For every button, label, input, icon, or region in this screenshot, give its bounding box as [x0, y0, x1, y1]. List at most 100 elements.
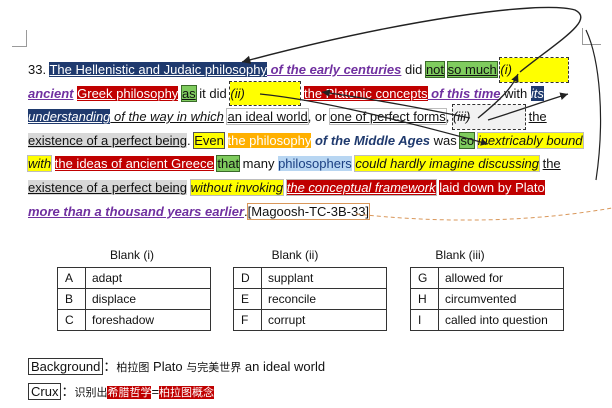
background-plato: Plato	[149, 359, 187, 374]
passage-text: many	[239, 156, 279, 172]
crux-equals: =	[151, 384, 160, 399]
passage-space	[224, 133, 228, 148]
crux-greek-philosophy: 希腊哲学	[107, 386, 152, 399]
phrase-conceptual-framework: the conceptual framework	[286, 179, 436, 195]
keyword-as: as	[180, 84, 197, 102]
passage-text: was	[430, 132, 461, 148]
keyword-so: so	[459, 131, 476, 149]
arrow-right-margin	[585, 29, 602, 181]
option-word[interactable]: called into question	[438, 309, 564, 331]
passage-line-4: existence of a perfect being. Even the p…	[28, 129, 584, 153]
question-passage: 33. The Hellenistic and Judaic philosoph…	[28, 57, 584, 224]
blank-i-options: A adapt B displace C foreshadow	[57, 267, 211, 331]
passage-line-5: with the ideas of ancient Greece that ma…	[28, 152, 584, 176]
passage-text: .	[244, 203, 248, 219]
phrase-ancient: ancient	[28, 85, 74, 101]
phrase-with: with	[28, 156, 52, 172]
crux-cjk-identify: 识别出	[74, 386, 108, 399]
option-row[interactable]: I called into question	[410, 309, 564, 331]
keyword-its: its	[530, 85, 544, 101]
phrase-hellenistic-judaic: The Hellenistic and Judaic philosophy	[49, 62, 267, 77]
passage-line-1: 33. The Hellenistic and Judaic philosoph…	[28, 57, 584, 83]
option-word[interactable]: supplant	[261, 267, 387, 289]
phrase-philosophers: philosophers	[278, 156, 352, 172]
option-letter: B	[57, 288, 86, 310]
option-row[interactable]: F corrupt	[233, 309, 387, 331]
option-word[interactable]: reconcile	[261, 288, 387, 310]
option-letter: E	[233, 288, 262, 310]
passage-line-3: understanding of the way in which an ide…	[28, 104, 584, 130]
passage-text: , or	[307, 109, 331, 125]
phrase-greek-philosophy: Greek philosophy	[77, 85, 179, 101]
source-tag: [Magoosh-TC-3B-33]	[246, 202, 371, 220]
option-row[interactable]: A adapt	[57, 267, 211, 289]
passage-text: with	[500, 85, 531, 101]
option-letter: D	[233, 267, 262, 289]
blank-i-marker: (i)	[499, 57, 570, 83]
passage-line-7: more than a thousand years earlier.[Mago…	[28, 200, 584, 224]
blank-iii-title: Blank (iii)	[435, 248, 485, 262]
passage-line-2: ancient Greek philosophy as it did (ii) …	[28, 80, 584, 107]
passage-text: the	[542, 156, 561, 172]
passage-line-6: existence of a perfect being without inv…	[28, 176, 584, 200]
blank-iii-marker: (iii)	[451, 104, 526, 130]
blank-i-title: Blank (i)	[109, 248, 154, 262]
passage-text: did	[401, 62, 426, 77]
phrase-way-in-which: of the way in which	[110, 109, 224, 125]
passage-text: the	[528, 109, 547, 125]
option-row[interactable]: C foreshadow	[57, 309, 211, 331]
option-row[interactable]: D supplant	[233, 267, 387, 289]
option-word[interactable]: adapt	[85, 267, 211, 289]
option-word[interactable]: foreshadow	[85, 309, 211, 331]
passage-text: it did	[195, 85, 231, 101]
option-word[interactable]: corrupt	[261, 309, 387, 331]
question-number: 33.	[28, 62, 47, 77]
phrase-understanding: understanding	[28, 109, 111, 125]
option-letter: H	[410, 288, 439, 310]
phrase-platonic-concepts: the Platonic concepts	[303, 85, 428, 101]
option-row[interactable]: H circumvented	[410, 288, 564, 310]
option-row[interactable]: E reconcile	[233, 288, 387, 310]
phrase-ideas-ancient-greece: the ideas of ancient Greece	[54, 156, 214, 172]
phrase-without-invoking: without invoking	[190, 179, 284, 195]
crux-label: Crux	[28, 383, 62, 400]
background-cjk-plato: 柏拉图	[116, 361, 150, 374]
keyword-even: Even	[193, 131, 225, 149]
phrase-perfect-forms: one of perfect forms	[330, 109, 446, 125]
option-word[interactable]: allowed for	[438, 267, 564, 289]
crux-note: Crux：识别出希腊哲学=柏拉图概念	[28, 383, 215, 402]
blank-ii-options: D supplant E reconcile F corrupt	[233, 267, 387, 331]
option-word[interactable]: circumvented	[438, 288, 564, 310]
background-cjk-ideal-world: 与完美世界	[186, 361, 242, 374]
crop-mark-top-left	[12, 30, 27, 47]
phrase-inextricably-bound: inextricably bound	[477, 132, 583, 148]
phrase-could-hardly-imagine: could hardly imagine discussing	[355, 156, 539, 172]
phrase-of-this-time: of this time	[427, 85, 501, 101]
background-note: Background：柏拉图 Plato 与完美世界 an ideal worl…	[28, 358, 325, 377]
keyword-not: not	[424, 61, 446, 78]
background-ideal-world: an ideal world	[241, 359, 326, 374]
crux-platonic-concept: 柏拉图概念	[159, 386, 215, 399]
crop-mark-top-right	[582, 28, 601, 45]
phrase-existence-perfect-being: existence of a perfect being	[28, 132, 187, 148]
passage-text: .	[187, 132, 195, 148]
keyword-so-much: so much	[446, 61, 498, 78]
option-letter: G	[410, 267, 439, 289]
option-letter: I	[410, 309, 439, 331]
option-row[interactable]: B displace	[57, 288, 211, 310]
passage-text: ,	[445, 109, 453, 125]
phrase-middle-ages: of the Middle Ages	[311, 132, 431, 148]
option-word[interactable]: displace	[85, 288, 211, 310]
phrase-laid-down-by-plato: laid down by Plato	[439, 179, 545, 195]
phrase-thousand-years-earlier: more than a thousand years earlier	[28, 203, 245, 219]
keyword-that: that	[216, 155, 241, 173]
crux-colon: ：	[61, 384, 75, 399]
option-letter: A	[57, 267, 86, 289]
option-letter: C	[57, 309, 86, 331]
option-letter: F	[233, 309, 262, 331]
phrase-the-philosophy: the philosophy	[227, 132, 312, 148]
phrase-early-centuries: of the early centuries	[266, 62, 402, 77]
option-row[interactable]: G allowed for	[410, 267, 564, 289]
phrase-existence-perfect-being-2: existence of a perfect being	[28, 179, 187, 195]
